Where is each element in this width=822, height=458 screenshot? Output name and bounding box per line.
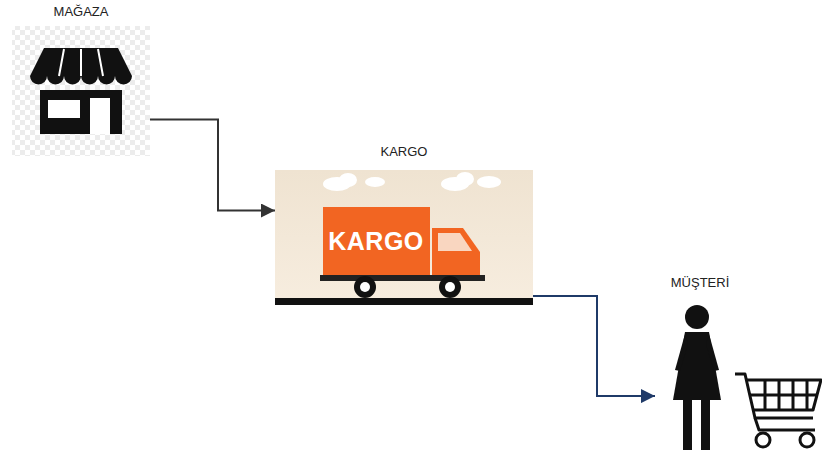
cart-grid: [750, 380, 817, 410]
cargo-node: KARGOKARGO: [275, 170, 533, 305]
flow-arrow: [150, 120, 275, 211]
cloud: [339, 173, 357, 187]
road: [275, 298, 533, 305]
store-body: [40, 90, 122, 134]
checker-background: [12, 26, 150, 156]
clouds: [323, 172, 501, 191]
cloud: [365, 177, 385, 187]
person-leg: [683, 400, 692, 450]
flow-arrow: [533, 296, 655, 396]
store-awning: [30, 48, 132, 76]
cart-basket: [747, 380, 821, 410]
picture-background: [275, 170, 533, 305]
store-icon: [30, 48, 132, 134]
truck-label: KARGO: [328, 228, 424, 256]
cloud: [456, 172, 474, 186]
awning-scallops: [30, 76, 132, 85]
customer-node: MÜŞTERİ: [655, 300, 822, 455]
cab-window: [438, 233, 472, 251]
node-heading: KARGO: [381, 145, 428, 159]
truck-picture: [275, 170, 533, 305]
node-heading: MAĞAZA: [54, 5, 109, 19]
person-leg: [701, 400, 710, 450]
store-window: [48, 100, 80, 118]
person-arm: [675, 334, 688, 371]
truck-chassis: [320, 275, 485, 281]
person-arm: [706, 334, 719, 371]
cart-wheel: [800, 433, 814, 447]
customer-figure: [673, 305, 821, 450]
truck-cargo-box: [323, 207, 430, 275]
shopping-cart: [735, 374, 821, 447]
cart-wheel: [756, 433, 770, 447]
node-heading: MÜŞTERİ: [671, 276, 730, 290]
person-dress: [673, 332, 721, 400]
truck-cab: [432, 228, 480, 276]
store-door: [90, 98, 110, 134]
person-head: [685, 305, 709, 329]
cart-base: [755, 418, 815, 430]
truck-wheel: [439, 276, 461, 298]
cloud: [477, 176, 501, 188]
store-node: MAĞAZA: [12, 26, 150, 156]
wheel-hub: [360, 282, 370, 292]
awning-stripes: [59, 49, 103, 76]
wheel-hub: [445, 282, 455, 292]
truck-wheel: [354, 276, 376, 298]
